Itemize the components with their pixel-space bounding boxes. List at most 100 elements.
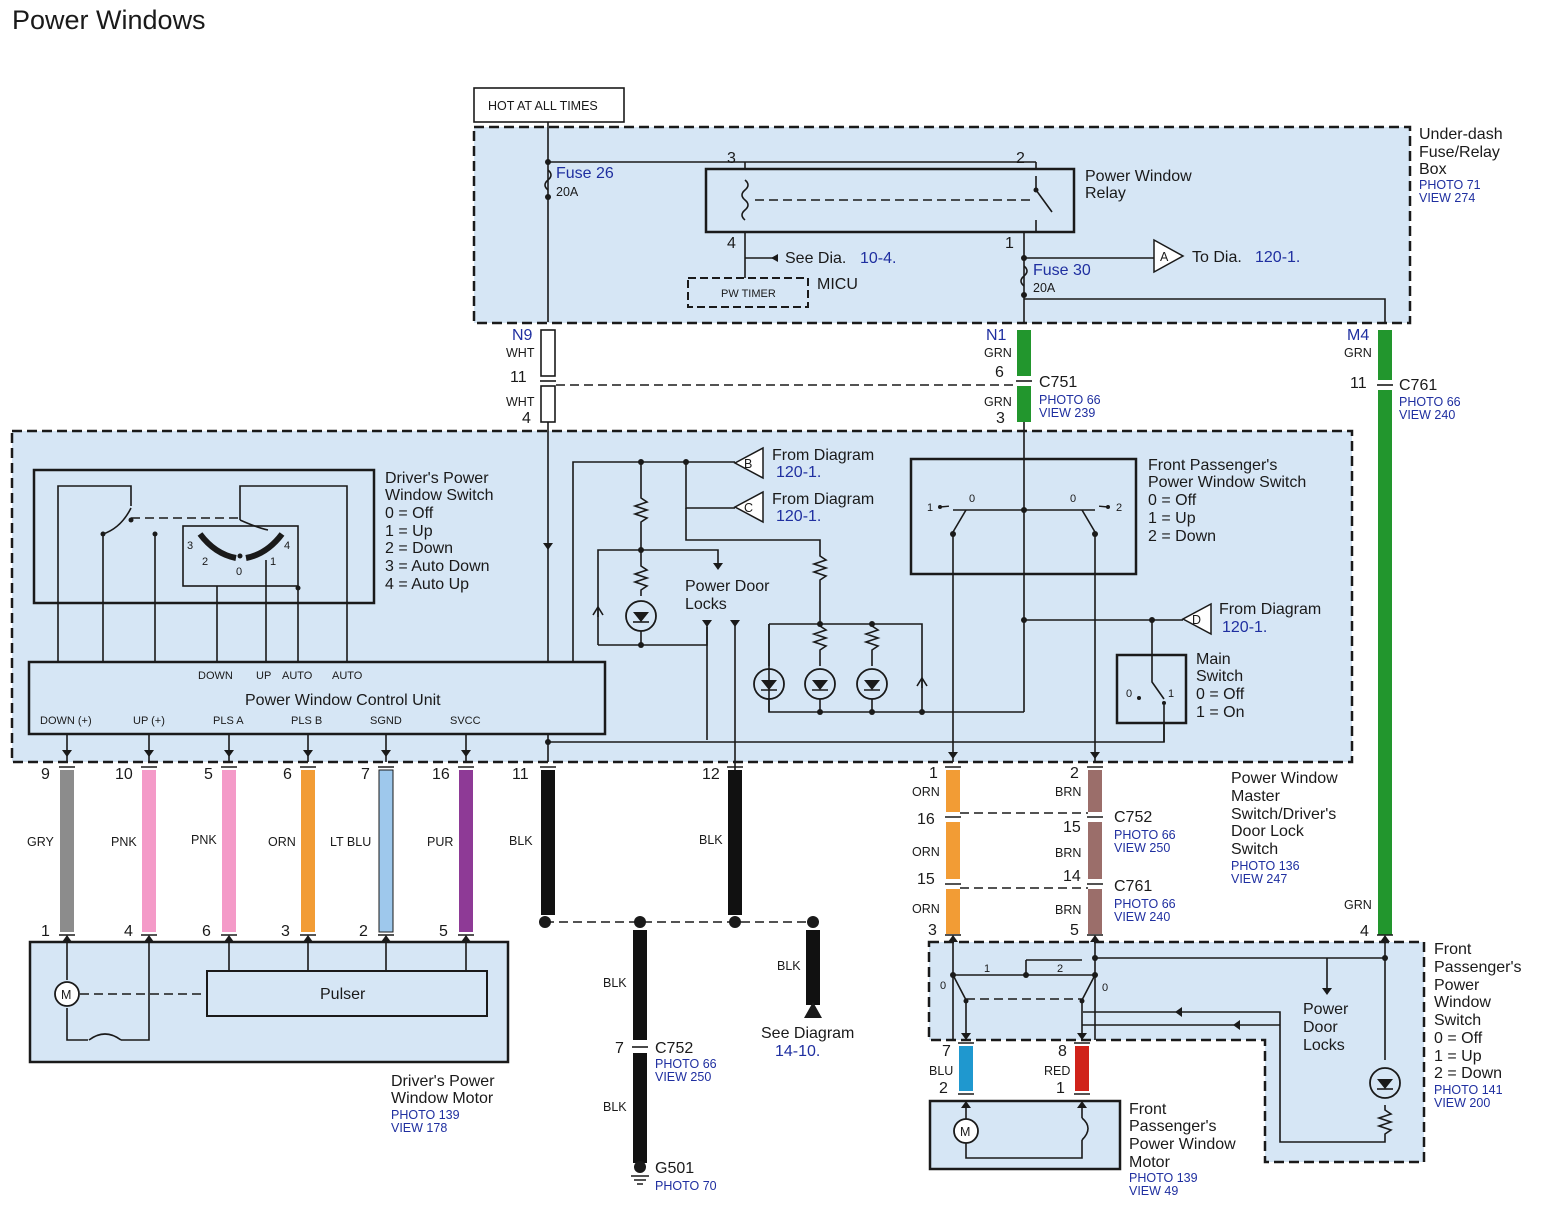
pin-2-ltblu: 2 (359, 923, 368, 940)
connector-d-icon (1181, 602, 1212, 636)
fp-orn-pin-1: 1 (929, 765, 938, 782)
drv-sw-num-2: 2 (202, 556, 208, 568)
pcu-top-auto2: AUTO (332, 670, 363, 682)
fp-switch-in-master-labels: Front Passenger's Power Window Switch 0 … (1148, 457, 1306, 545)
drv-sw-num-0: 0 (236, 566, 242, 578)
wire-grn-2 (1017, 386, 1031, 422)
pw-timer-box (687, 277, 809, 308)
wire-wht-label-1: WHT (506, 346, 535, 360)
hot-at-all-times-box (473, 87, 625, 123)
wire-wht-1 (540, 329, 556, 377)
wire-blk-label-1: BLK (509, 834, 533, 848)
pcu-pls-a: PLS A (213, 715, 244, 727)
fp-switch-box (927, 940, 1426, 1164)
fuse-relay-box (472, 125, 1412, 325)
fp-brn-pin-14: 14 (1063, 868, 1081, 885)
from-b-ref: 120-1. (776, 464, 821, 481)
pcu-up-plus: UP (+) (133, 715, 165, 727)
master-name-1: Power Window (1231, 770, 1338, 787)
fuse-26-amp: 20A (556, 185, 579, 199)
drv-sw-num-3: 3 (187, 540, 193, 552)
side-wire-label: BLK (777, 959, 801, 973)
fp-sw-off: 0 = Off (1434, 1030, 1483, 1047)
pin-1-gry: 1 (41, 923, 50, 940)
fusebox-photo: PHOTO 71 (1419, 178, 1481, 192)
fp-m-up: 1 = Up (1148, 510, 1196, 527)
fp-m-num-0b: 0 (1070, 493, 1076, 505)
wire-grn-1 (1017, 330, 1031, 376)
fp-switch-name: Front Passenger's Power Window Switch 0 … (1434, 941, 1522, 1110)
fp-orn-label-2: ORN (912, 845, 940, 859)
fp-red-label: RED (1044, 1064, 1070, 1078)
master-view: VIEW 247 (1231, 872, 1287, 886)
power-window-relay (704, 167, 1076, 234)
ground-g501-photo: PHOTO 70 (655, 1179, 717, 1193)
see-diagram-label: See Diagram (761, 1025, 854, 1042)
wire-grn-right-2 (1378, 390, 1392, 935)
pin-16: 16 (432, 766, 450, 783)
from-d-label: From Diagram (1219, 601, 1321, 618)
pin-6-pnk: 6 (202, 923, 211, 940)
master-name-3: Switch/Driver's (1231, 806, 1336, 823)
fusebox-view: VIEW 274 (1419, 191, 1475, 205)
terminal-m4: M4 (1347, 327, 1369, 344)
fuse-30-amp: 20A (1033, 281, 1056, 295)
motor-icon (54, 981, 80, 1007)
main-num-1: 1 (1168, 688, 1174, 700)
fp-c761-view: VIEW 240 (1114, 910, 1170, 924)
drv-sw-auto-down: 3 = Auto Down (385, 558, 490, 575)
fp-motor-view: VIEW 49 (1129, 1184, 1178, 1198)
pw-timer-label: PW TIMER (721, 288, 776, 300)
from-c-label: From Diagram (772, 491, 874, 508)
from-d-ref: 120-1. (1222, 619, 1267, 636)
ground-wire-label-2: BLK (603, 1100, 627, 1114)
terminal-n1: N1 (986, 327, 1007, 344)
wire-grn-label-2: GRN (984, 395, 1012, 409)
pin-7: 7 (361, 766, 370, 783)
see-dia-ref: 10-4. (860, 250, 896, 267)
fp-orn-label-1: ORN (912, 785, 940, 799)
fp-motor-name: Front Passenger's Power Window Motor PHO… (1129, 1101, 1236, 1198)
see-diagram-ref: 14-10. (775, 1043, 820, 1060)
drv-sw-auto-up: 4 = Auto Up (385, 576, 469, 593)
connector-c761-right: C761 (1399, 377, 1437, 394)
fp-sw-photo: PHOTO 141 (1434, 1083, 1503, 1097)
drv-sw-num-4: 4 (284, 540, 290, 552)
pin-4-left: 4 (522, 410, 531, 427)
fp-sw-up: 1 = Up (1434, 1048, 1482, 1065)
main-switch-labels: Main Switch 0 = Off 1 = On (1196, 651, 1245, 721)
pin-12-blk: 12 (702, 766, 720, 783)
pulser-label: Pulser (320, 986, 366, 1003)
fp-m-num-2: 2 (1116, 502, 1122, 514)
fp-grn-pin-4: 4 (1360, 923, 1369, 940)
master-switch-name: Power Window Master Switch/Driver's Door… (1231, 770, 1338, 886)
fp-red-pin-1: 1 (1056, 1080, 1065, 1097)
fp-door-locks-1: Power (1303, 1001, 1349, 1018)
relay-label-1: Power Window (1085, 168, 1192, 185)
fp-motor-name-3: Power Window (1129, 1136, 1236, 1153)
pin-3-orn: 3 (281, 923, 290, 940)
pin-5: 5 (204, 766, 213, 783)
main-num-0: 0 (1126, 688, 1132, 700)
from-c-ref: 120-1. (776, 508, 821, 525)
pin-11-right: 11 (1350, 375, 1367, 392)
relay-pin-4: 4 (727, 235, 736, 252)
c761-right-photo: PHOTO 66 (1399, 395, 1461, 409)
connector-d-letter: D (1192, 613, 1201, 627)
door-locks-label-2: Locks (685, 596, 727, 613)
connector-b-icon (733, 446, 764, 480)
terminal-n9: N9 (512, 327, 533, 344)
fp-c761-photo: PHOTO 66 (1114, 897, 1176, 911)
fp-motor-icon (953, 1118, 979, 1144)
master-name-5: Switch (1231, 841, 1278, 858)
relay-pin-2: 2 (1016, 150, 1025, 167)
fp-c752-photo: PHOTO 66 (1114, 828, 1176, 842)
from-b-label: From Diagram (772, 447, 874, 464)
drv-sw-up: 1 = Up (385, 523, 433, 540)
main-sw-2: Switch (1196, 668, 1243, 685)
main-sw-1: Main (1196, 651, 1231, 668)
ground-c752: C752 (655, 1040, 693, 1057)
fusebox-name-3: Box (1419, 161, 1447, 178)
fp-sw-num-1: 1 (984, 963, 990, 975)
fp-brn-pin-2: 2 (1070, 765, 1079, 782)
